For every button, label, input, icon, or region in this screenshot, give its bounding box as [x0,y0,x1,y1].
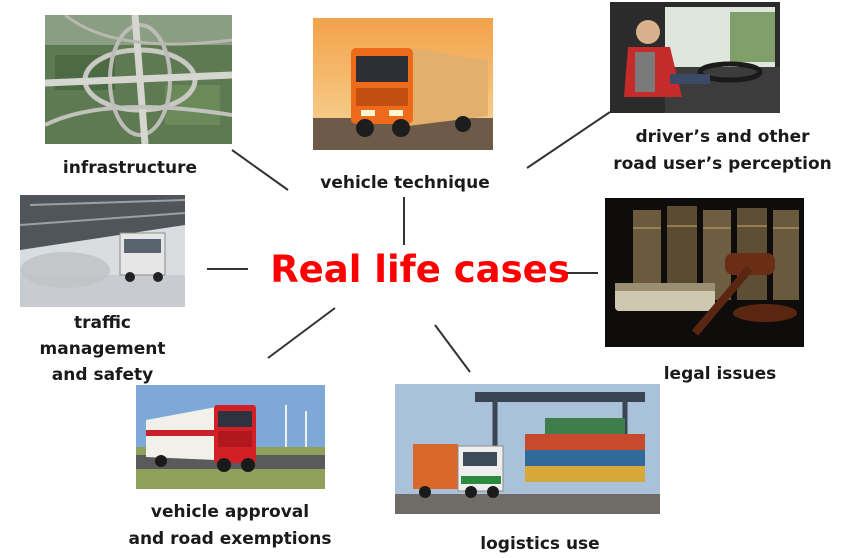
label-traffic-line3: and safety [51,365,154,385]
label-infrastructure: infrastructure [62,158,198,178]
vehicle-technique-photo [313,18,493,150]
label-traffic-line2: management [39,339,166,359]
label-perception-line1: driver’s and other [635,127,810,147]
approval-photo [136,385,325,489]
legal-photo [605,198,804,347]
label-legal: legal issues [663,364,777,384]
label-traffic-line1: traffic [73,313,132,333]
label-approval-line1: vehicle approval [150,502,310,522]
logistics-photo [395,384,660,514]
label-traffic: traffic management and safety [20,310,185,388]
connector-infrastructure [231,149,289,191]
label-vehicle-technique: vehicle technique [320,173,490,193]
label-logistics: logistics use [480,534,600,554]
perception-photo [610,2,780,113]
connector-logistics [434,324,471,373]
infrastructure-photo [45,15,232,144]
center-title: Real life cases [270,248,570,291]
label-perception: driver’s and other road user’s perceptio… [600,124,845,178]
connector-perception [526,111,611,169]
label-approval: vehicle approval and road exemptions [110,499,350,553]
label-perception-line2: road user’s perception [613,154,832,174]
connector-approval [267,307,336,359]
traffic-photo [20,195,185,307]
label-approval-line2: and road exemptions [128,529,332,549]
